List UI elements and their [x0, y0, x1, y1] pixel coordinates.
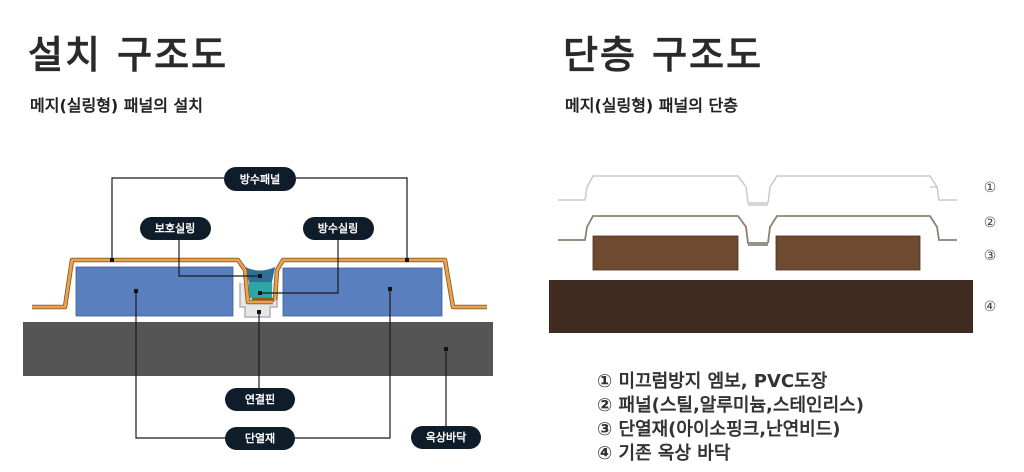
layer-legend: ① 미끄럼방지 엠보, PVC도장 ② 패널(스틸,알루미늄,스테인리스) ③ …	[597, 370, 864, 466]
label-protective-sealing: 보호실링	[140, 217, 211, 240]
svg-text:연결핀: 연결핀	[245, 392, 275, 406]
label-insulation: 단열재	[225, 427, 295, 450]
layer-1-coating	[558, 175, 957, 206]
layer-3-insulation-left	[592, 235, 739, 271]
legend-item: ① 미끄럼방지 엠보, PVC도장	[597, 371, 828, 392]
left-subtitle: 메지(실링형) 패널의 설치	[30, 96, 203, 115]
installation-diagram: 방수패널 보호실링 방수실링 연결핀 단열재 옥상바닥	[23, 167, 493, 450]
layer-number-1: ①	[984, 180, 997, 196]
label-connection-pin: 연결핀	[225, 388, 295, 411]
layer-number-3: ③	[984, 248, 997, 264]
svg-text:보호실링: 보호실링	[155, 221, 195, 235]
legend-item: ④ 기존 옥상 바닥	[597, 443, 731, 464]
label-waterproof-sealing: 방수실링	[303, 217, 374, 240]
legend-item: ③ 단열재(아이소핑크,난연비드)	[597, 419, 841, 440]
insulation-block-left	[75, 266, 234, 317]
svg-text:방수실링: 방수실링	[318, 221, 358, 235]
left-title: 설치 구조도	[28, 33, 229, 77]
layer-2-panel	[558, 215, 957, 246]
svg-text:옥상바닥: 옥상바닥	[426, 430, 466, 444]
layer-diagram: ① ② ③ ④	[549, 175, 997, 333]
layer-3-insulation-right	[775, 235, 921, 271]
layer-4-roof-floor	[549, 280, 973, 333]
legend-item: ② 패널(스틸,알루미늄,스테인리스)	[597, 395, 864, 416]
svg-text:방수패널: 방수패널	[240, 172, 280, 186]
right-title: 단층 구조도	[563, 33, 764, 77]
roof-floor-slab	[23, 322, 493, 376]
label-waterproof-panel: 방수패널	[224, 167, 296, 191]
right-subtitle: 메지(실링형) 패널의 단층	[565, 96, 738, 115]
label-roof-floor: 옥상바닥	[411, 426, 481, 449]
layer-number-2: ②	[984, 215, 997, 231]
layer-number-4: ④	[984, 299, 997, 315]
insulation-block-right	[282, 267, 443, 317]
svg-text:단열재: 단열재	[245, 431, 275, 445]
waterproof-sealing	[249, 282, 272, 298]
